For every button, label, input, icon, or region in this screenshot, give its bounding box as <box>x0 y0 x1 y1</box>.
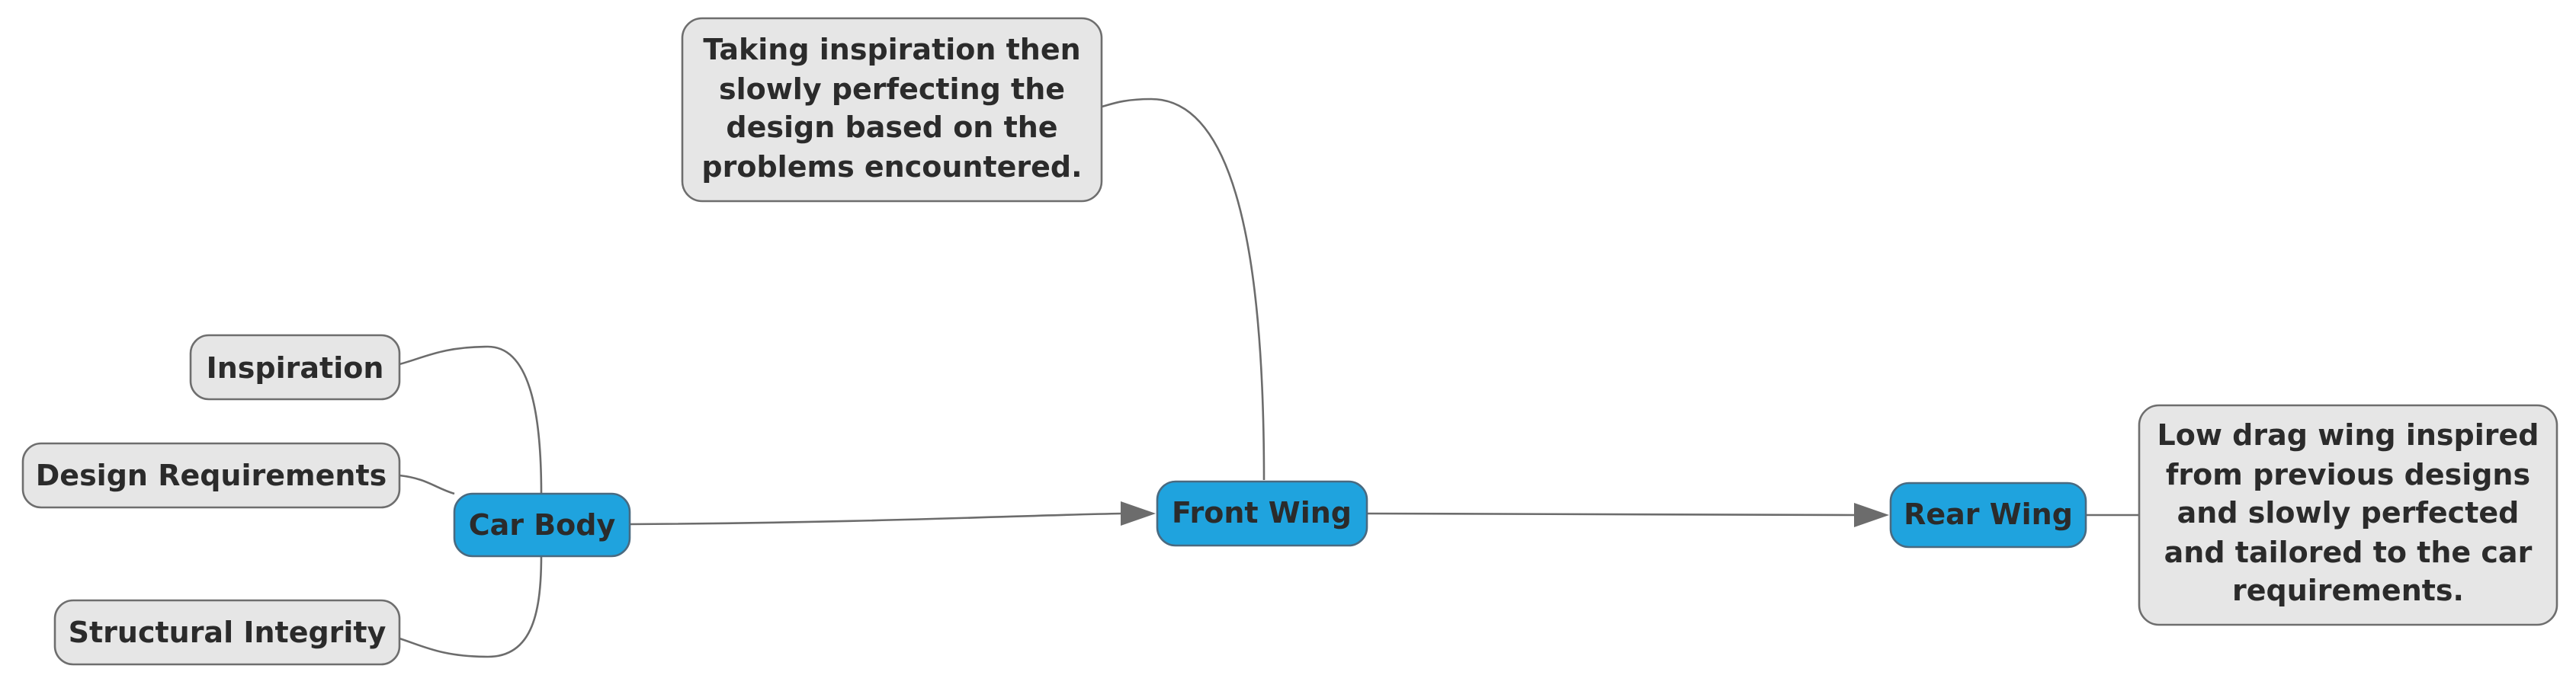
node-inspiration-label: Inspiration <box>207 351 384 385</box>
note-right-line-5: requirements. <box>2232 574 2464 607</box>
node-front-wing-label: Front Wing <box>1172 496 1352 530</box>
note-right-line-4: and tailored to the car <box>2164 536 2533 569</box>
node-structural-integrity[interactable]: Structural Integrity <box>53 599 401 666</box>
connector-car-body-front-wing <box>629 512 1123 526</box>
node-structural-integrity-label: Structural Integrity <box>69 616 387 649</box>
note-top-line-1: Taking inspiration then <box>703 33 1080 66</box>
note-top[interactable]: Taking inspiration then slowly perfectin… <box>681 17 1103 203</box>
note-top-line-2: slowly perfecting the <box>719 72 1065 106</box>
note-right-box <box>2138 404 2558 626</box>
connectors <box>399 98 2139 658</box>
connector-car-body-structural-integrity <box>399 554 543 658</box>
node-inspiration-box <box>189 334 401 401</box>
node-car-body[interactable]: Car Body <box>453 492 631 558</box>
node-car-body-label: Car Body <box>469 508 616 542</box>
note-top-line-3: design based on the <box>726 110 1057 144</box>
note-top-line-4: problems encountered. <box>701 150 1082 184</box>
node-rear-wing-box <box>1889 482 2087 549</box>
node-design-requirements-label: Design Requirements <box>36 459 387 492</box>
connector-car-body-design-requirements <box>399 474 455 495</box>
arrowhead-rear-wing <box>1854 503 1889 527</box>
note-right-line-2: from previous designs <box>2166 458 2530 491</box>
note-top-box <box>681 17 1103 203</box>
node-inspiration[interactable]: Inspiration <box>189 334 401 401</box>
node-design-requirements[interactable]: Design Requirements <box>21 442 401 509</box>
node-front-wing-box <box>1156 480 1368 547</box>
node-design-requirements-box <box>21 442 401 509</box>
node-rear-wing-label: Rear Wing <box>1904 498 2073 531</box>
connector-front-wing-rear-wing <box>1366 512 1855 517</box>
note-right-line-1: Low drag wing inspired <box>2157 418 2539 452</box>
node-rear-wing[interactable]: Rear Wing <box>1889 482 2087 549</box>
arrowhead-front-wing <box>1121 501 1156 526</box>
note-right[interactable]: Low drag wing inspired from previous des… <box>2138 404 2558 626</box>
node-front-wing[interactable]: Front Wing <box>1156 480 1368 547</box>
connector-car-body-inspiration <box>399 345 543 494</box>
connector-front-wing-note-top <box>1101 98 1266 481</box>
node-structural-integrity-box <box>53 599 401 666</box>
node-car-body-box <box>453 492 631 558</box>
note-right-line-3: and slowly perfected <box>2177 496 2520 530</box>
